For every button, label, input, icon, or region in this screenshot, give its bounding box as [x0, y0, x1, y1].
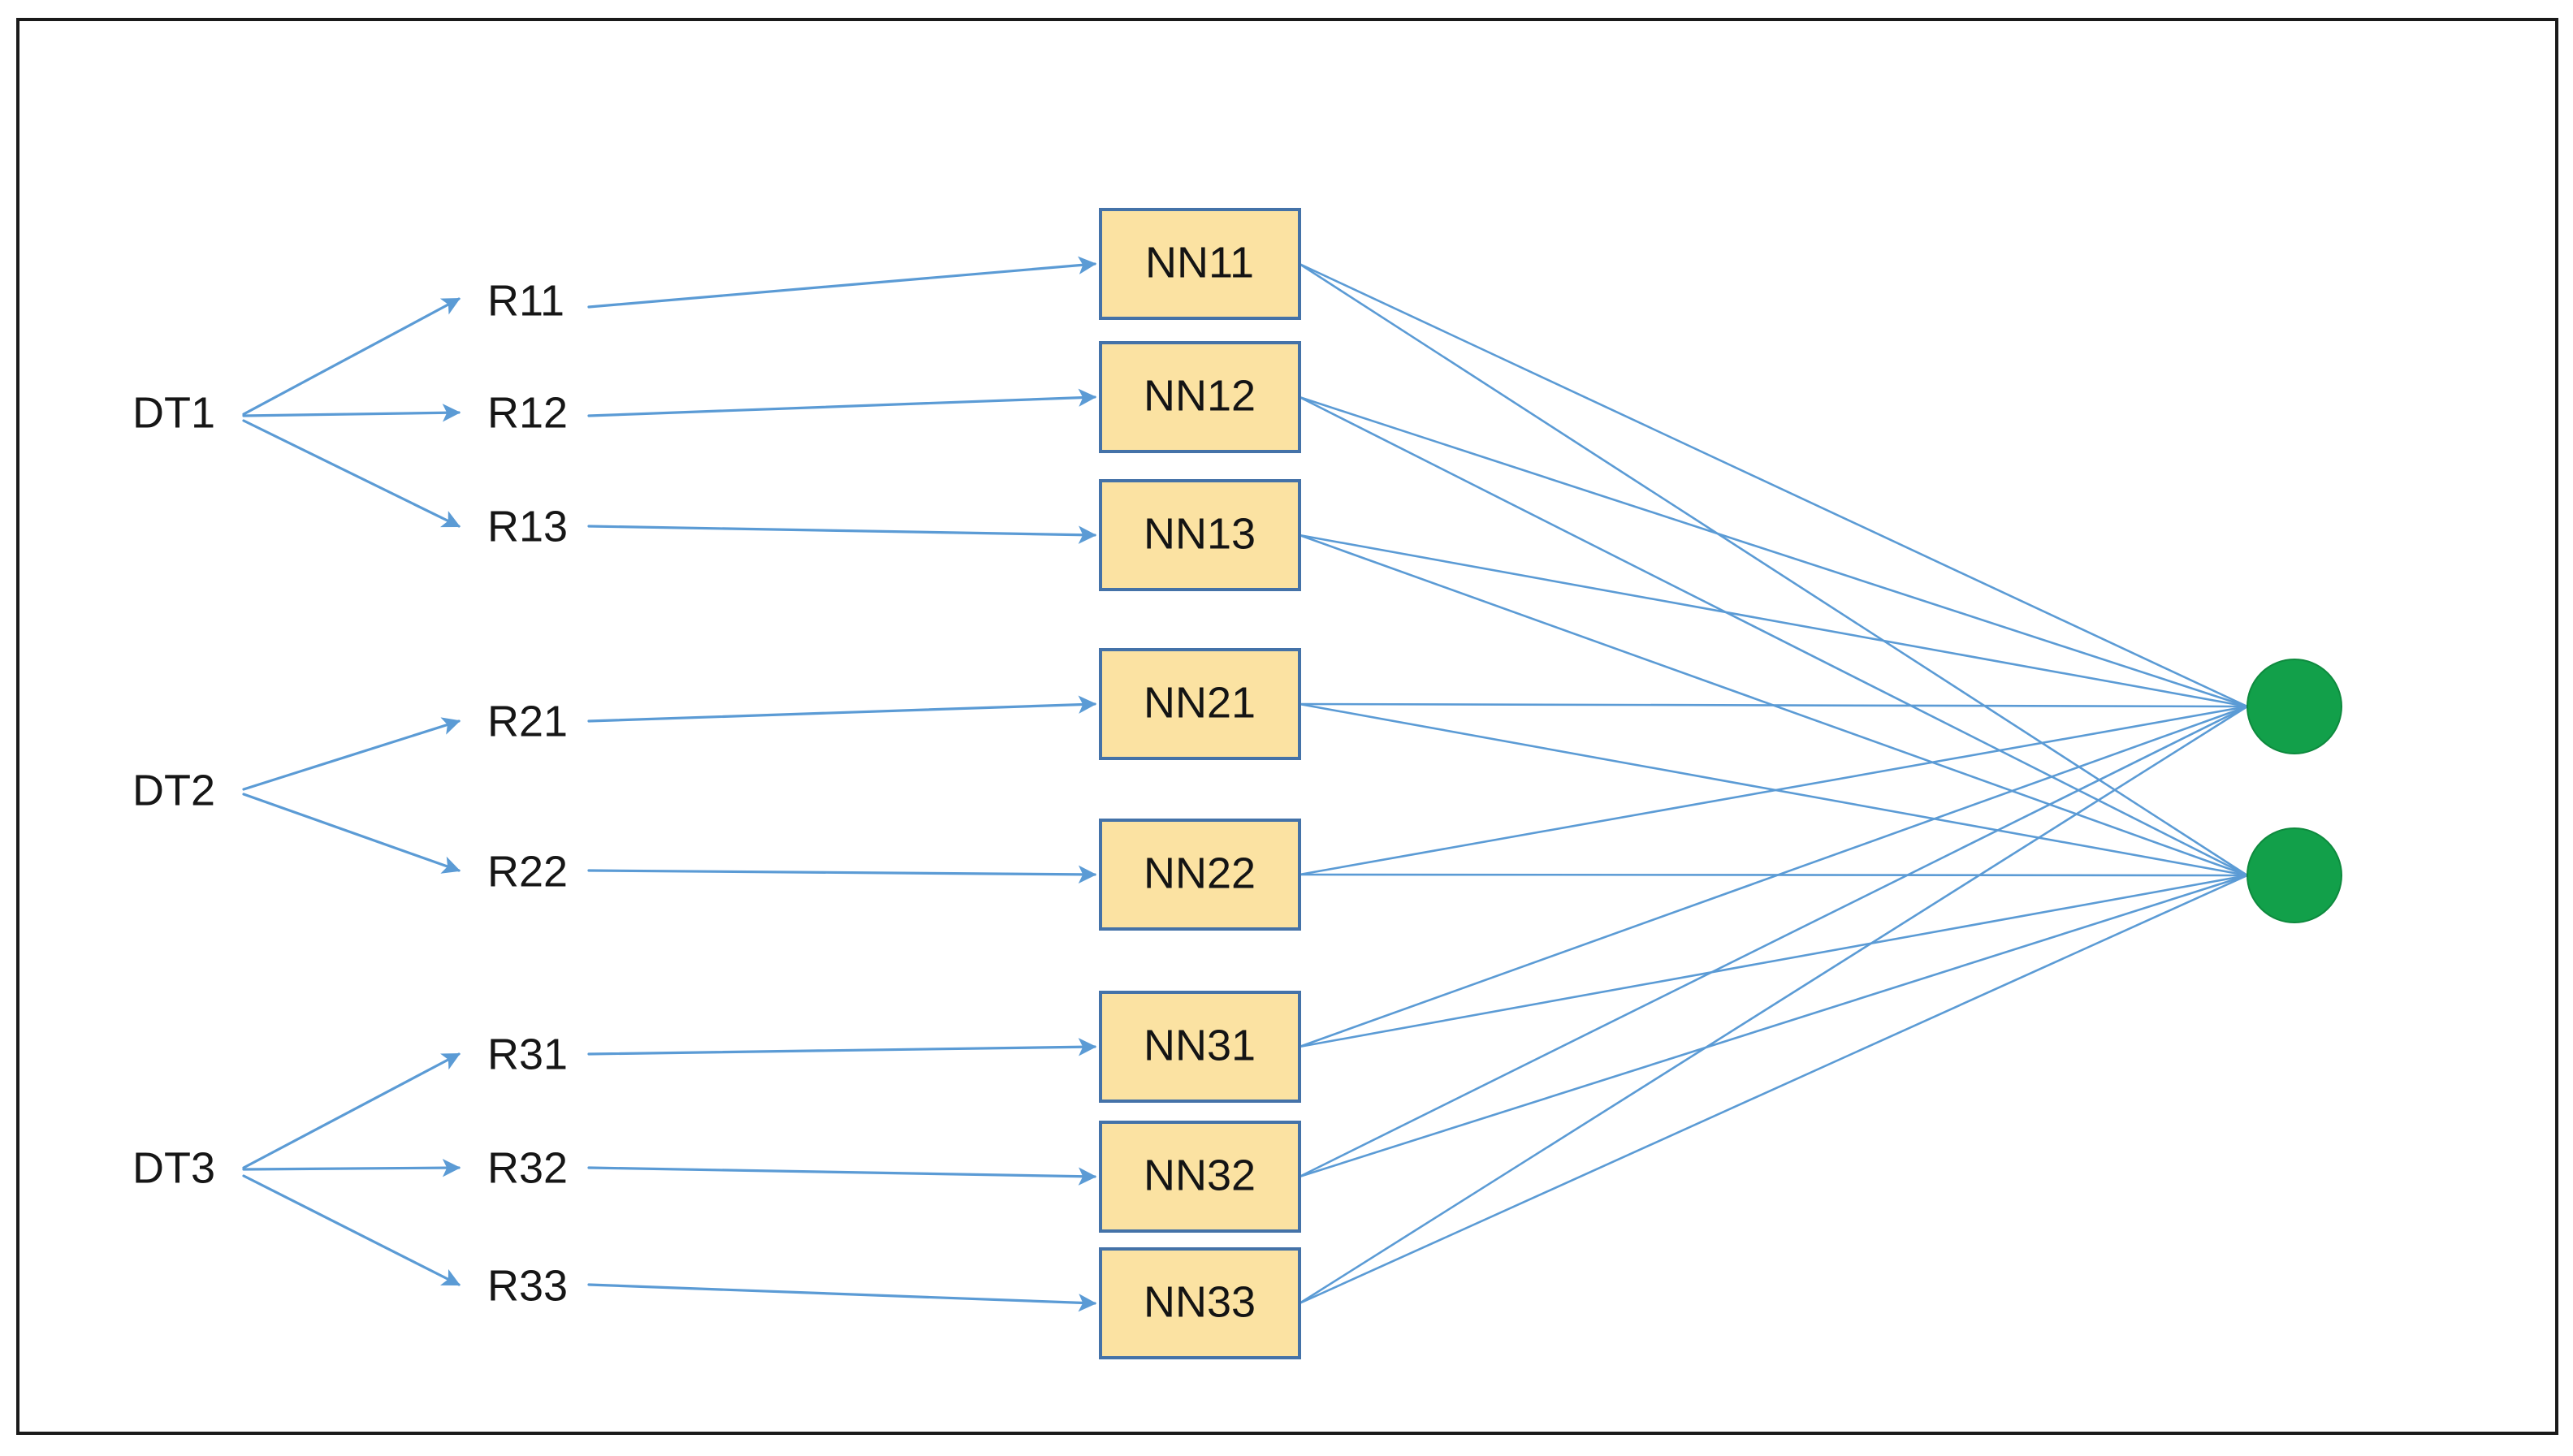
nn-box-nn31[interactable]: NN31: [1099, 991, 1301, 1103]
edge-dt2-r21: [242, 717, 461, 791]
node-r22[interactable]: R22: [487, 847, 568, 896]
output-nodes: [2247, 659, 2342, 923]
nn-box-label-nn22: NN22: [1144, 849, 1256, 897]
edge-r12-nn12: [587, 388, 1097, 417]
output-node-2[interactable]: [2247, 827, 2342, 923]
nn-box-rect-nn22[interactable]: [1099, 819, 1301, 931]
nn-box-label-nn12: NN12: [1144, 371, 1256, 420]
nn-box-label-nn32: NN32: [1144, 1151, 1256, 1199]
decision-tree-labels: DT1 DT2 DT3: [132, 388, 215, 1192]
nn-box-label-nn33: NN33: [1144, 1277, 1256, 1326]
node-r13[interactable]: R13: [487, 502, 568, 551]
edge-r13-nn13: [587, 525, 1097, 544]
edge-nn33-out1: [1298, 705, 2249, 1305]
edge-r33-nn33: [587, 1283, 1097, 1312]
nn-box-nn22[interactable]: NN22: [1099, 819, 1301, 931]
rule-labels: R11 R12 R13 R21 R22 R31 R32 R33: [487, 276, 568, 1310]
nn-box-label-nn11: NN11: [1145, 238, 1254, 287]
nn-box-nn32[interactable]: NN32: [1099, 1121, 1301, 1233]
edge-nn21-out1: [1298, 702, 2249, 708]
nn-box-label-nn31: NN31: [1144, 1021, 1256, 1069]
edge-dt3-r33: [242, 1174, 461, 1286]
nn-box-rect-nn33[interactable]: [1099, 1247, 1301, 1359]
edge-nn12-out1: [1298, 395, 2249, 708]
node-r12[interactable]: R12: [487, 388, 568, 437]
node-dt2[interactable]: DT2: [132, 766, 215, 814]
nn-box-label-nn13: NN13: [1144, 509, 1256, 558]
edge-dt1-r12: [242, 404, 461, 422]
edge-nn12-out2: [1298, 395, 2249, 877]
edge-nn32-out1: [1298, 705, 2249, 1178]
nn-box-nn13[interactable]: NN13: [1099, 479, 1301, 591]
nn-box-rect-nn11[interactable]: [1099, 208, 1301, 320]
edge-nn32-out2: [1298, 874, 2249, 1178]
edge-nn11-out1: [1298, 262, 2249, 708]
edge-dt3-r31: [242, 1052, 461, 1169]
edge-r21-nn21: [587, 695, 1097, 723]
edge-nn11-out2: [1298, 262, 2249, 877]
nn-box-nn21[interactable]: NN21: [1099, 648, 1301, 760]
edge-r11-nn11: [587, 256, 1097, 309]
node-r11[interactable]: R11: [487, 276, 564, 325]
nn-box-nn11[interactable]: NN11: [1099, 208, 1301, 320]
node-dt1[interactable]: DT1: [132, 388, 215, 437]
edge-r32-nn32: [587, 1166, 1097, 1186]
edge-nn31-out2: [1298, 874, 2249, 1048]
nn-to-output-edges: [1298, 262, 2249, 1305]
edge-dt3-r32: [242, 1158, 461, 1177]
edge-nn33-out2: [1298, 874, 2249, 1305]
edge-r31-nn31: [587, 1038, 1097, 1056]
edge-dt2-r22: [242, 793, 461, 874]
rule-to-nn-edges: [587, 256, 1097, 1312]
edge-r22-nn22: [587, 865, 1097, 884]
edge-nn31-out1: [1298, 705, 2249, 1048]
edge-nn22-out1: [1298, 705, 2249, 876]
nn-box-rect-nn12[interactable]: [1099, 341, 1301, 453]
nn-box-rect-nn13[interactable]: [1099, 479, 1301, 591]
node-r33[interactable]: R33: [487, 1261, 568, 1310]
nn-box-rect-nn32[interactable]: [1099, 1121, 1301, 1233]
dt-to-rule-edges: [242, 297, 461, 1286]
node-r31[interactable]: R31: [487, 1030, 568, 1078]
node-r21[interactable]: R21: [487, 697, 568, 745]
nn-box-label-nn21: NN21: [1144, 678, 1256, 727]
nn-box-nn33[interactable]: NN33: [1099, 1247, 1301, 1359]
edge-dt1-r13: [242, 419, 461, 528]
neural-network-boxes: NN11 NN12 NN13 NN21 NN22 NN31: [1099, 208, 1301, 1359]
node-dt3[interactable]: DT3: [132, 1143, 215, 1192]
node-r32[interactable]: R32: [487, 1143, 568, 1192]
output-node-1[interactable]: [2247, 659, 2342, 754]
edge-nn13-out1: [1298, 534, 2249, 708]
edge-dt1-r11: [242, 297, 461, 416]
nn-box-rect-nn21[interactable]: [1099, 648, 1301, 760]
nn-box-nn12[interactable]: NN12: [1099, 341, 1301, 453]
nn-box-rect-nn31[interactable]: [1099, 991, 1301, 1103]
diagram-border: [16, 18, 2558, 1435]
